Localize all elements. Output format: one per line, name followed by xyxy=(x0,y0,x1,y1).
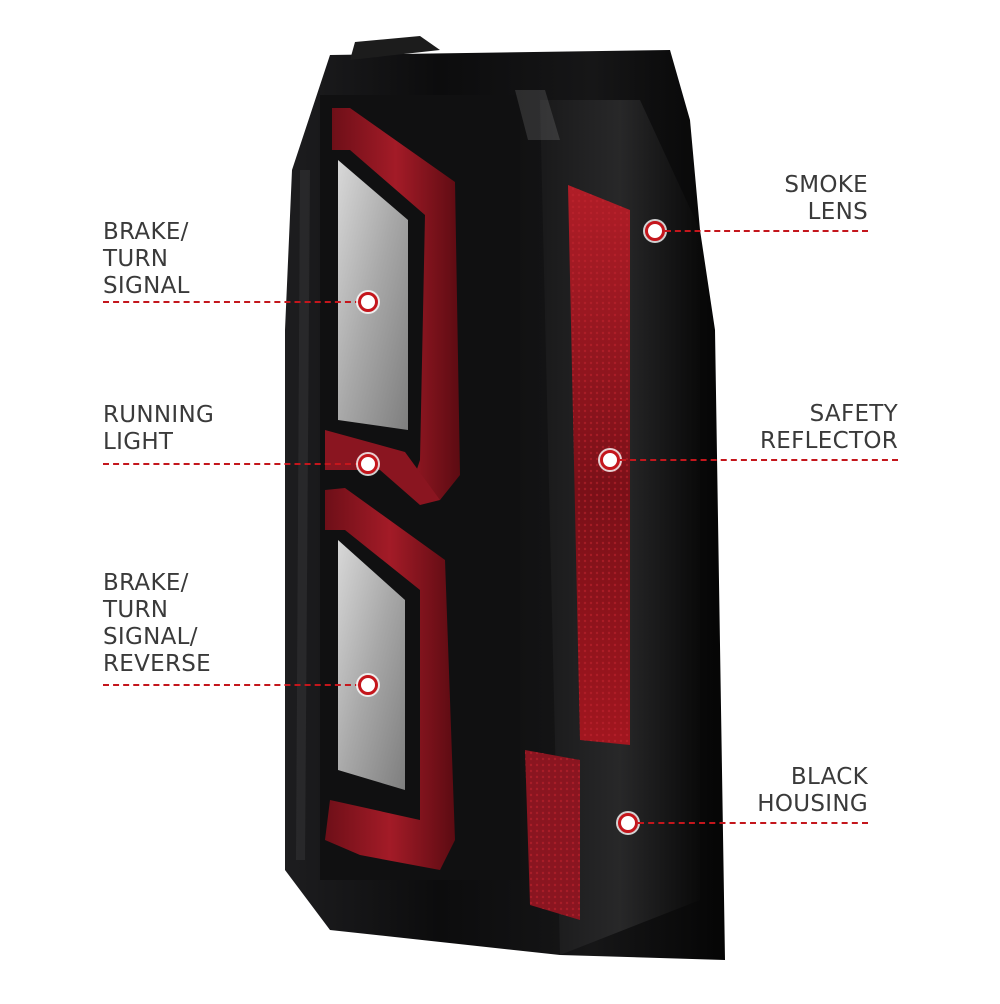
callout-brake-turn-reverse-line xyxy=(103,684,361,686)
callout-brake-turn-reverse-label: BRAKE/ TURN SIGNAL/ REVERSE xyxy=(103,570,211,677)
upper-led-bar xyxy=(332,108,460,500)
wire-connector xyxy=(350,36,440,60)
callout-smoke-lens-line xyxy=(665,230,868,232)
callout-black-housing-dot xyxy=(618,813,638,833)
callout-smoke-lens-dot xyxy=(645,221,665,241)
callout-smoke-lens-label: SMOKE LENS xyxy=(784,172,868,225)
callout-brake-turn-reverse-dot xyxy=(358,675,378,695)
callout-running-light-line xyxy=(103,463,361,465)
callout-brake-turn-dot xyxy=(358,292,378,312)
callout-brake-turn-line xyxy=(103,301,361,303)
callout-running-light-dot xyxy=(358,454,378,474)
callout-safety-reflector-line xyxy=(620,459,898,461)
callout-black-housing-label: BLACK HOUSING xyxy=(757,764,868,817)
lower-led-bar xyxy=(325,488,455,870)
callout-running-light-label: RUNNING LIGHT xyxy=(103,402,215,455)
callout-safety-reflector-label: SAFETY REFLECTOR xyxy=(760,401,898,454)
callout-brake-turn-label: BRAKE/ TURN SIGNAL xyxy=(103,219,190,299)
lower-clear-lens xyxy=(338,540,405,790)
callout-black-housing-line xyxy=(638,822,868,824)
running-light-bar xyxy=(325,430,440,505)
callout-safety-reflector-dot xyxy=(600,450,620,470)
